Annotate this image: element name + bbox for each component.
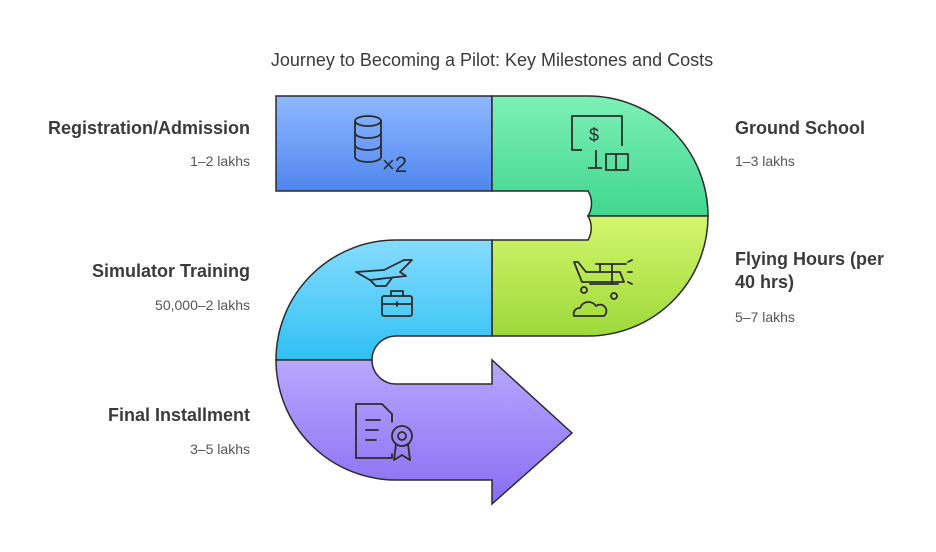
segment-flying-hours [491, 215, 709, 337]
stage-cost-flying-hours: 5–7 lakhs [735, 309, 795, 325]
stage-title-simulator: Simulator Training [91, 261, 250, 281]
certificate-icon [355, 403, 413, 461]
stage-cost-registration: 1–2 lakhs [190, 153, 250, 169]
diagram-title: Journey to Becoming a Pilot: Key Milesto… [270, 50, 714, 70]
stage-cost-simulator: 50,000–2 lakhs [155, 297, 250, 313]
stage-title-flying-hours: Flying Hours (per 40 hrs) [735, 249, 885, 292]
biplane-cloud-icon [572, 259, 633, 317]
segment-ground-school [491, 95, 709, 217]
stage-cost-final: 3–5 lakhs [190, 441, 250, 457]
computer-book-icon: $ [571, 115, 629, 171]
stage-cost-ground-school: 1–3 lakhs [735, 153, 795, 169]
segment-final-installment [275, 358, 574, 506]
airplane-briefcase-icon [355, 259, 413, 317]
database-x2-icon: ×2 [354, 115, 407, 177]
stage-title-final: Final Installment [107, 405, 250, 425]
stage-title-registration: Registration/Admission [47, 118, 250, 138]
svg-text:$: $ [589, 125, 599, 145]
multiplier-label: ×2 [382, 152, 407, 177]
segment-simulator [275, 239, 493, 361]
stage-title-ground-school: Ground School [735, 118, 865, 138]
